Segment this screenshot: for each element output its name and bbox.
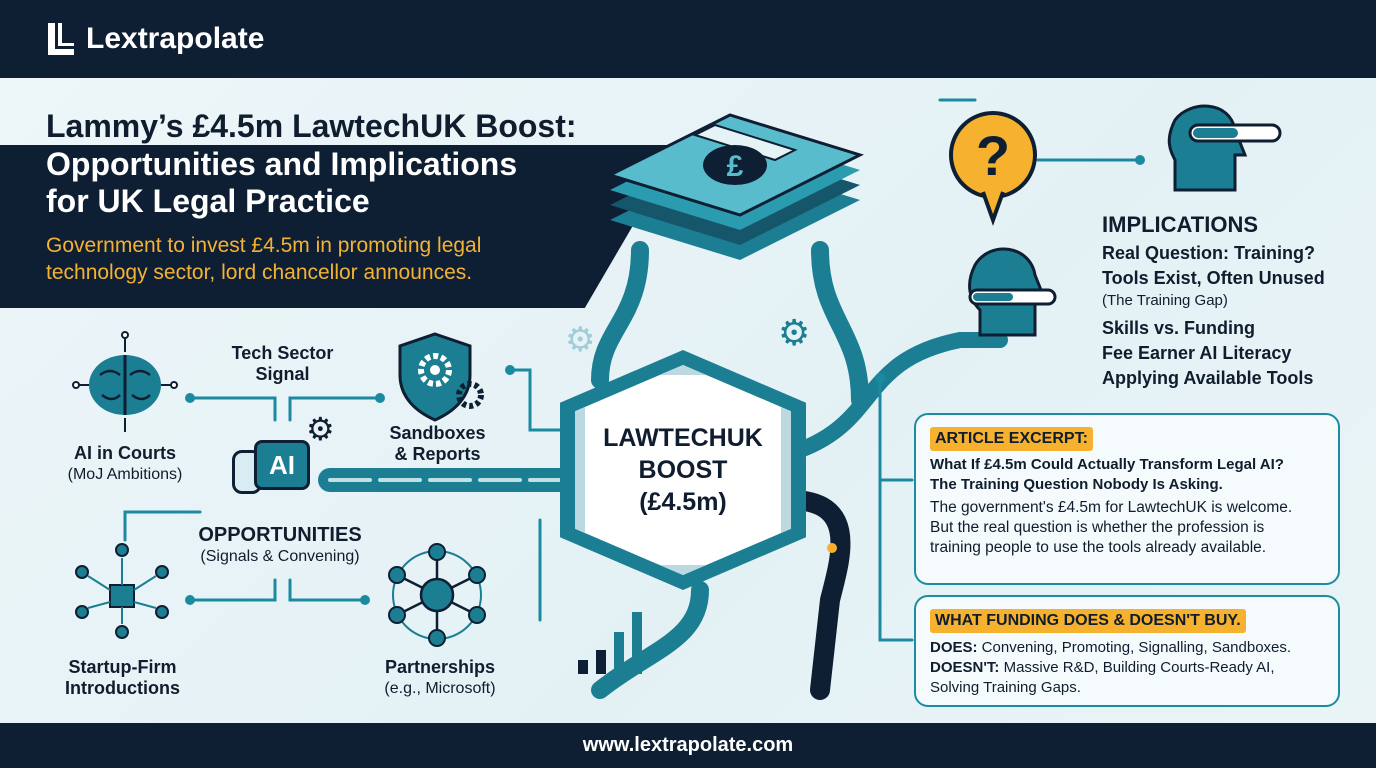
implication-item: Applying Available Tools (1102, 368, 1314, 388)
center-hexagon: LAWTECHUK BOOST (£4.5m) (575, 365, 791, 575)
ai-chat-icon: AI (254, 440, 310, 490)
implication-item: Tools Exist, Often Unused (1102, 268, 1325, 288)
logo-icon (48, 23, 74, 55)
head-progress-icon (968, 247, 1057, 337)
excerpt-body: The government's £4.5m for LawtechUK is … (930, 499, 1293, 556)
does-label: DOES: (930, 639, 978, 656)
footer-url[interactable]: www.lextrapolate.com (0, 723, 1376, 768)
implication-item: Skills vs. Funding (1102, 318, 1256, 338)
implication-item: Real Question: Training? (1102, 243, 1316, 263)
center-line2: BOOST (638, 456, 728, 484)
network-people-icon (75, 543, 169, 639)
article-excerpt-panel: ARTICLE EXCERPT: What If £4.5m Could Act… (914, 413, 1340, 585)
implication-item: (The Training Gap) (1102, 292, 1228, 309)
doesnt-label: DOESN'T: (930, 659, 1000, 676)
gear-icon: ⚙ (778, 312, 811, 353)
implications-heading: IMPLICATIONS (1102, 212, 1259, 237)
brain-circuit-icon (72, 331, 178, 432)
title-band (0, 145, 680, 308)
svg-text:£: £ (727, 150, 744, 183)
question-bubble-icon: ? (949, 111, 1037, 226)
pipes-diagram (123, 98, 1145, 700)
money-stack-icon: £ (605, 113, 865, 260)
does-text: Convening, Promoting, Signalling, Sandbo… (977, 639, 1292, 656)
page-title-line1: Lammy’s £4.5m LawtechUK Boost: (46, 108, 577, 144)
opp-sandboxes-reports: Sandboxes& Reports (389, 423, 486, 464)
implication-item: Fee Earner AI Literacy (1102, 343, 1292, 363)
funding-badge: WHAT FUNDING DOES & DOESN'T BUY. (930, 609, 1246, 633)
opportunities-heading: OPPORTUNITIES(Signals & Convening) (198, 524, 362, 566)
subtitle: Government to invest £4.5m in promoting … (46, 234, 482, 284)
article-excerpt-badge: ARTICLE EXCERPT: (930, 427, 1093, 451)
header: Lextrapolate (0, 0, 1376, 78)
excerpt-headline-1: What If £4.5m Could Actually Transform L… (930, 456, 1284, 473)
center-line1: LAWTECHUK (603, 424, 763, 452)
svg-text:?: ? (976, 124, 1010, 187)
doesnt-text: Massive R&D, Building Courts-Ready AI, S… (930, 659, 1275, 696)
shield-gear-icon (398, 332, 484, 422)
funding-panel: WHAT FUNDING DOES & DOESN'T BUY. DOES: C… (914, 595, 1340, 707)
opp-partnerships: Partnerships(e.g., Microsoft) (384, 657, 496, 697)
globe-network-icon (388, 543, 486, 647)
page-title-line2: Opportunities and Implications (46, 146, 518, 182)
excerpt-headline-2: The Training Question Nobody Is Asking. (930, 476, 1223, 493)
bar-chart-icon (578, 612, 642, 674)
opp-ai-in-courts: AI in Courts(MoJ Ambitions) (67, 443, 183, 483)
gear-icon: ⚙ (565, 321, 596, 359)
page-title-line3: for UK Legal Practice (46, 183, 370, 219)
gear-icon: ⚙ (306, 411, 335, 447)
center-line3: (£4.5m) (639, 488, 727, 516)
head-progress-icon (1167, 104, 1282, 192)
logo-text: Lextrapolate (86, 22, 265, 55)
